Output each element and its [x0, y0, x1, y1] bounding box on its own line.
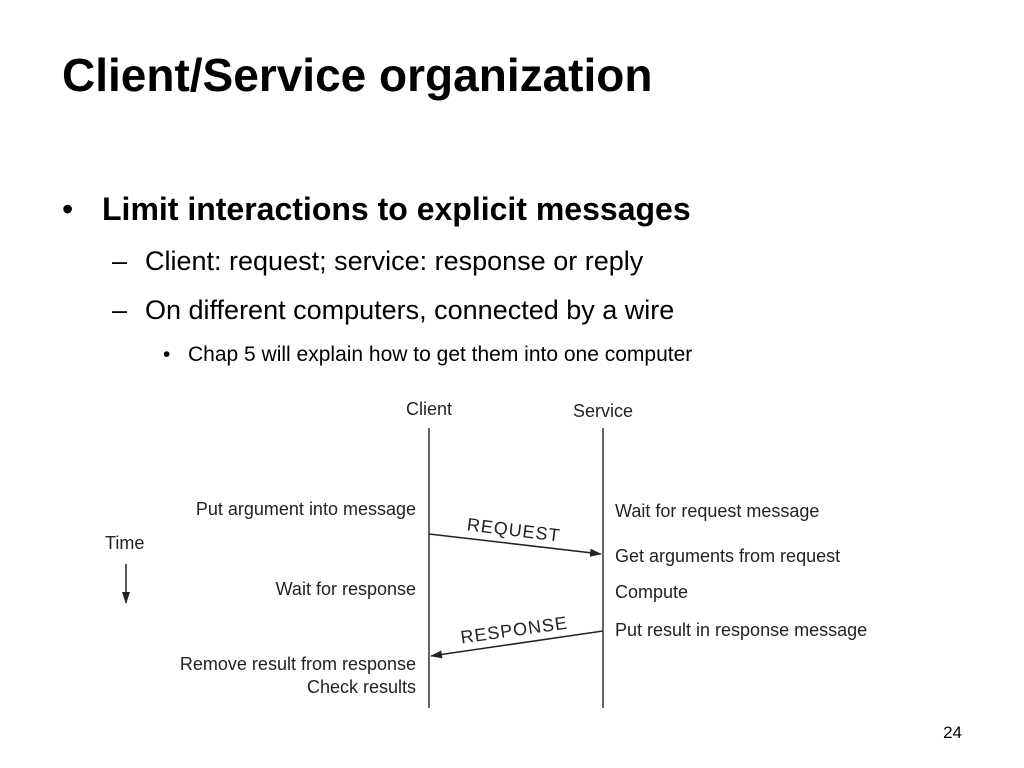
sub-bullet-text: Client: request; service: response or re… — [145, 246, 644, 276]
sub-bullet-dash: – — [112, 246, 128, 276]
page-number: 24 — [943, 723, 962, 742]
service-step-put-result: Put result in response message — [615, 620, 867, 640]
client-step-put-argument: Put argument into message — [196, 499, 416, 519]
slide-title: Client/Service organization — [62, 49, 653, 101]
service-step-wait-request: Wait for request message — [615, 501, 819, 521]
service-label: Service — [573, 401, 633, 421]
sub-sub-bullet-dot: • — [163, 343, 171, 366]
response-label: RESPONSE — [459, 613, 569, 648]
bullet-limit-interactions: • Limit interactions to explicit messages — [62, 191, 691, 228]
client-label: Client — [406, 399, 452, 419]
service-step-get-arguments: Get arguments from request — [615, 546, 840, 566]
response-arrow — [430, 630, 604, 659]
bullet-dot: • — [62, 191, 74, 227]
client-step-check-results: Check results — [307, 677, 416, 697]
client-step-wait-response: Wait for response — [276, 579, 416, 599]
service-step-compute: Compute — [615, 582, 688, 602]
sub-sub-bullet-text: Chap 5 will explain how to get them into… — [188, 343, 693, 366]
sub-sub-bullet-chap5: • Chap 5 will explain how to get them int… — [163, 343, 692, 367]
sub-bullet-dash: – — [112, 295, 128, 325]
sub-bullet-different-computers: –On different computers, connected by a … — [112, 295, 674, 326]
sub-bullet-text: On different computers, connected by a w… — [145, 295, 675, 325]
sub-bullet-client-request: –Client: request; service: response or r… — [112, 246, 643, 277]
time-label: Time — [105, 533, 144, 553]
bullet-text: Limit interactions to explicit messages — [102, 191, 691, 227]
client-step-remove-result: Remove result from response — [180, 654, 416, 674]
request-label: REQUEST — [466, 514, 562, 545]
request-arrow — [428, 533, 602, 557]
